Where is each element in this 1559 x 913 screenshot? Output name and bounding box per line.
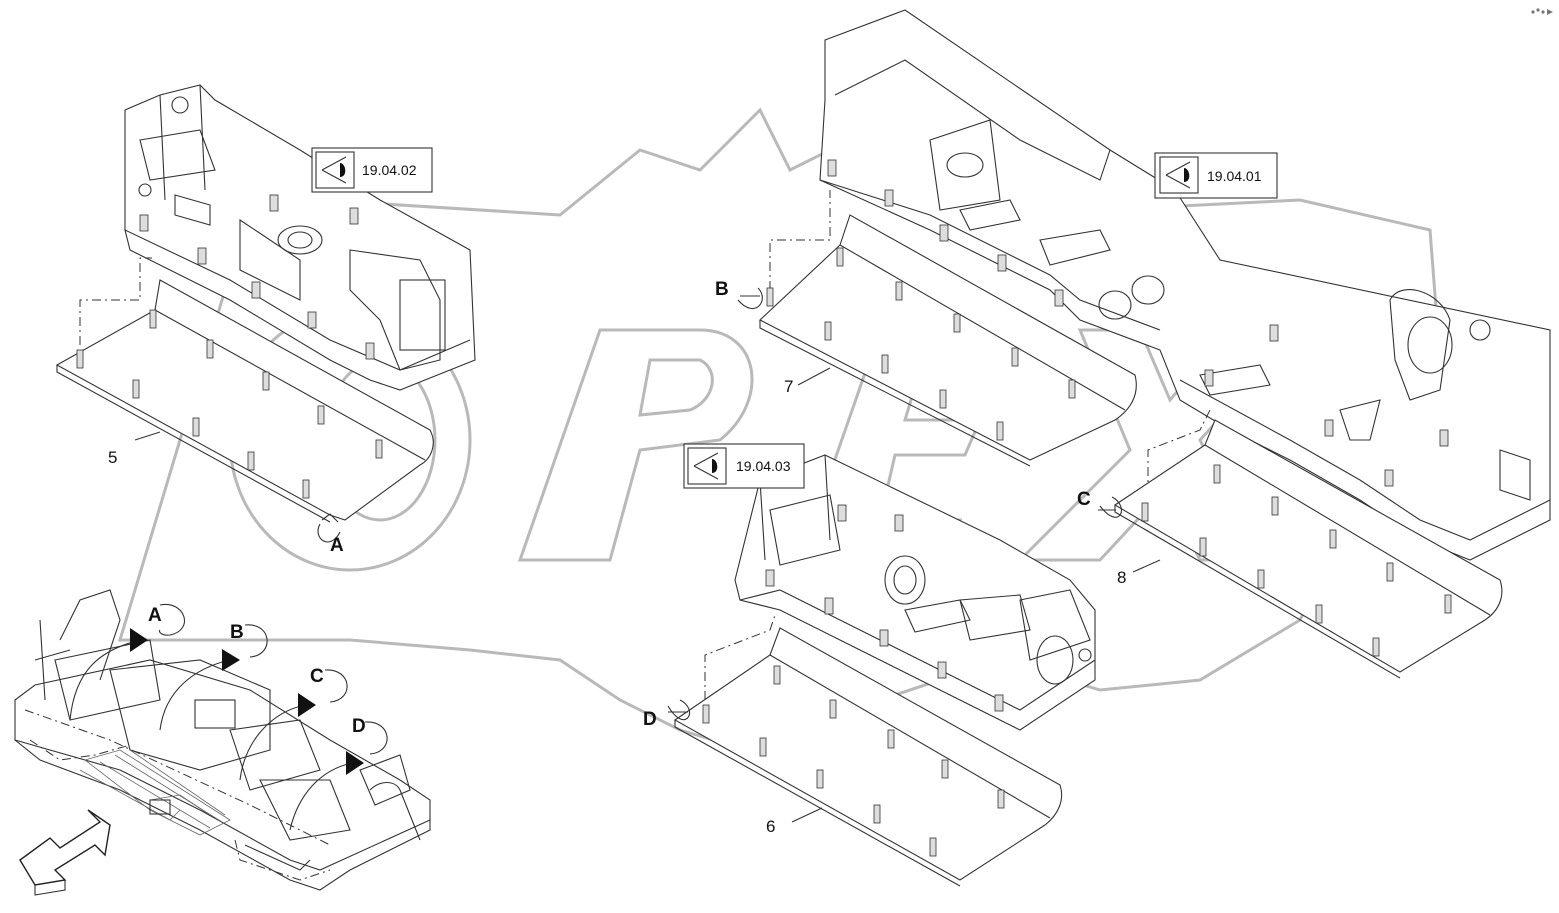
view-reference-3[interactable]: 19.04.03 [683, 443, 805, 489]
plate-6 [673, 614, 1063, 887]
overview-marker-d[interactable]: D [352, 716, 388, 755]
svg-text:C: C [310, 666, 324, 687]
menu-dots-icon[interactable] [1531, 8, 1553, 15]
eye-icon [1165, 161, 1191, 189]
plate-7 [759, 190, 1137, 467]
part-number-5[interactable]: 5 [108, 448, 117, 467]
overview-marker-b[interactable]: B [230, 622, 268, 658]
direction-arrow-icon [19, 809, 111, 896]
view-reference-label: 19.04.02 [362, 162, 417, 178]
eye-icon [693, 452, 719, 480]
detail-marker-d[interactable]: D [643, 699, 690, 730]
view-reference-label: 19.04.03 [736, 458, 791, 474]
part-number-8[interactable]: 8 [1117, 568, 1126, 587]
studs-plate-7 [766, 247, 1076, 441]
svg-text:D: D [352, 716, 366, 737]
svg-text:D: D [643, 709, 657, 730]
eye-icon [321, 156, 347, 184]
frame-assembly-left [124, 84, 476, 391]
frame-assembly-right [819, 9, 1551, 561]
frame-assembly-center [734, 454, 1096, 731]
part-number-6[interactable]: 6 [766, 817, 775, 836]
detail-marker-a[interactable]: A [317, 513, 344, 556]
svg-text:B: B [230, 622, 244, 643]
detail-marker-c[interactable]: C [1077, 489, 1122, 518]
studs-plate-5 [76, 309, 383, 499]
overview-marker-c[interactable]: C [310, 666, 348, 703]
svg-text:B: B [715, 279, 729, 300]
overview-arrows [69, 628, 364, 831]
svg-text:C: C [1077, 489, 1091, 510]
svg-text:A: A [330, 535, 344, 556]
detail-marker-b[interactable]: B [715, 279, 763, 309]
studs-plate-6 [702, 665, 1005, 857]
plate-5 [55, 257, 434, 523]
plate-8 [1113, 409, 1503, 679]
view-reference-1[interactable]: 19.04.02 [311, 147, 433, 193]
part-number-7[interactable]: 7 [784, 377, 793, 396]
svg-text:A: A [148, 605, 162, 626]
studs-plate-8 [1141, 464, 1452, 657]
view-reference-2[interactable]: 19.04.01 [1154, 152, 1278, 199]
overview-marker-a[interactable]: A [148, 603, 186, 636]
machine-overview [14, 589, 431, 891]
view-reference-label: 19.04.01 [1207, 168, 1262, 184]
